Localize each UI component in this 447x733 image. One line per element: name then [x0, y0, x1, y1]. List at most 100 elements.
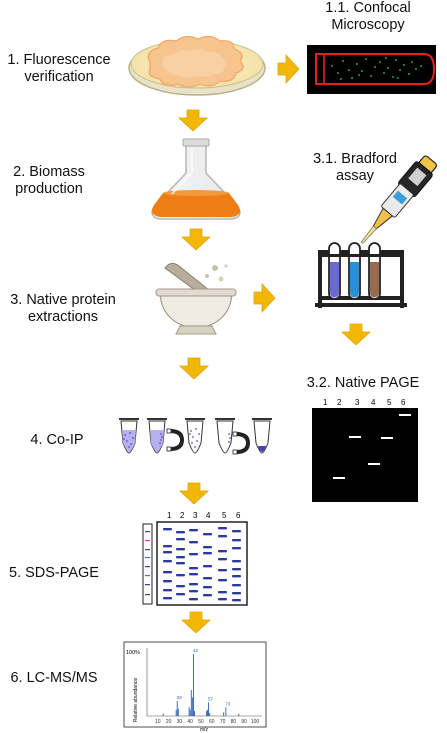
step-1-label: 1. Fluorescence verification: [7, 52, 111, 85]
ladder-band: [145, 566, 150, 568]
arrow-down-2: [180, 228, 212, 251]
ms-x-tick-label: 40: [187, 719, 193, 725]
petri-dish-icon: [128, 35, 266, 96]
sds-band: [218, 579, 227, 582]
sds-band: [203, 533, 212, 536]
fluorescent-dot: [411, 61, 413, 63]
sds-band: [203, 546, 212, 549]
ladder-band: [145, 549, 150, 551]
sds-lane-6: 6: [236, 511, 241, 520]
sds-band: [163, 545, 172, 548]
magnet-icon: [232, 431, 251, 455]
ladder-band: [145, 531, 150, 533]
native-lane-2: 2: [337, 398, 342, 407]
fluorescent-dot: [358, 74, 360, 76]
fluorescent-dot: [403, 64, 405, 66]
fluorescent-dot: [399, 69, 401, 71]
ladder-band: [145, 594, 150, 596]
sds-band: [189, 553, 198, 556]
sds-band: [218, 569, 227, 572]
fluorescent-dot: [385, 57, 387, 59]
native-lane-1: 1: [323, 398, 328, 407]
sds-band: [218, 598, 227, 601]
step-2-label: 2. Biomass production: [13, 164, 85, 197]
sds-band: [176, 562, 185, 565]
eppendorf-tube-3: [185, 418, 205, 454]
ms-peak-label: 28: [177, 695, 183, 700]
sds-band: [163, 528, 172, 531]
native-page-gel: 1 2 3 4 5 6: [312, 398, 418, 502]
confocal-microscopy-image: [307, 45, 436, 94]
sds-band: [189, 567, 198, 570]
sds-band: [203, 586, 212, 589]
sds-lane-1: 1: [167, 511, 172, 520]
arrow-down-bradford: [340, 323, 372, 346]
fluorescent-dot: [342, 60, 344, 62]
fluorescent-dot: [361, 70, 363, 72]
sds-band: [176, 531, 185, 534]
sds-band: [163, 589, 172, 592]
fluorescent-dot: [340, 78, 342, 80]
fluorescent-dot: [356, 63, 358, 65]
sds-band: [176, 593, 185, 596]
native-lane-5: 5: [387, 398, 392, 407]
native-lane-6: 6: [401, 398, 406, 407]
fluorescent-dot: [397, 77, 399, 79]
fluorescent-dot: [383, 72, 385, 74]
sds-band: [232, 560, 241, 563]
native-band: [333, 477, 345, 479]
sds-band: [232, 592, 241, 595]
native-band: [381, 437, 393, 439]
sds-band: [176, 585, 185, 588]
native-lane-3: 3: [355, 398, 360, 407]
sds-band: [163, 580, 172, 583]
sds-lane-3: 3: [193, 511, 198, 520]
arrow-down-1: [177, 109, 209, 132]
sds-band: [218, 527, 227, 530]
ladder-band: [145, 557, 150, 559]
arrow-right-1: [277, 53, 300, 85]
arrow-right-2: [253, 282, 276, 314]
sds-band: [232, 575, 241, 578]
side-step-3-2-label: 3.2. Native PAGE: [306, 375, 420, 391]
ms-x-tick-label: 60: [209, 719, 215, 725]
sds-band: [176, 574, 185, 577]
fluorescent-dot: [365, 58, 367, 60]
erlenmeyer-flask-icon: [151, 138, 241, 220]
ms-x-tick-label: 30: [177, 719, 183, 725]
ms-ylabel: Relative abundance: [133, 678, 139, 722]
sds-band: [176, 538, 185, 541]
ms-x-tick-label: 90: [241, 719, 247, 725]
sds-band: [163, 551, 172, 554]
ms-peak-label: 73: [225, 701, 231, 706]
fluorescent-dot: [408, 73, 410, 75]
ms-x-tick-label: 50: [198, 719, 204, 725]
sds-band: [189, 583, 198, 586]
ms-x-tick-label: 80: [231, 719, 237, 725]
sds-band: [203, 565, 212, 568]
step-6-label: 6. LC-MS/MS: [10, 670, 98, 686]
magnet-icon: [166, 428, 185, 452]
fluorescent-dot: [415, 68, 417, 70]
eppendorf-tube-4: [215, 418, 235, 454]
eppendorf-tube-5: [252, 418, 272, 454]
eppendorf-tube-2: [147, 418, 167, 454]
sds-lane-5: 5: [222, 511, 227, 520]
sds-band: [232, 599, 241, 602]
sds-band: [189, 590, 198, 593]
sds-band: [203, 577, 212, 580]
sds-lane-4: 4: [206, 511, 211, 520]
ms-peak-label: 43: [193, 648, 199, 653]
eppendorf-tube-1: [119, 418, 139, 454]
sds-band: [232, 584, 241, 587]
ms-x-tick-label: 10: [155, 719, 161, 725]
sds-band: [176, 548, 185, 551]
native-band: [368, 463, 380, 465]
sds-band: [189, 598, 198, 601]
native-band: [399, 414, 411, 416]
sds-band: [218, 550, 227, 553]
sds-band: [163, 571, 172, 574]
ms-x-tick-label: 20: [166, 719, 172, 725]
fluorescent-dot: [337, 72, 339, 74]
